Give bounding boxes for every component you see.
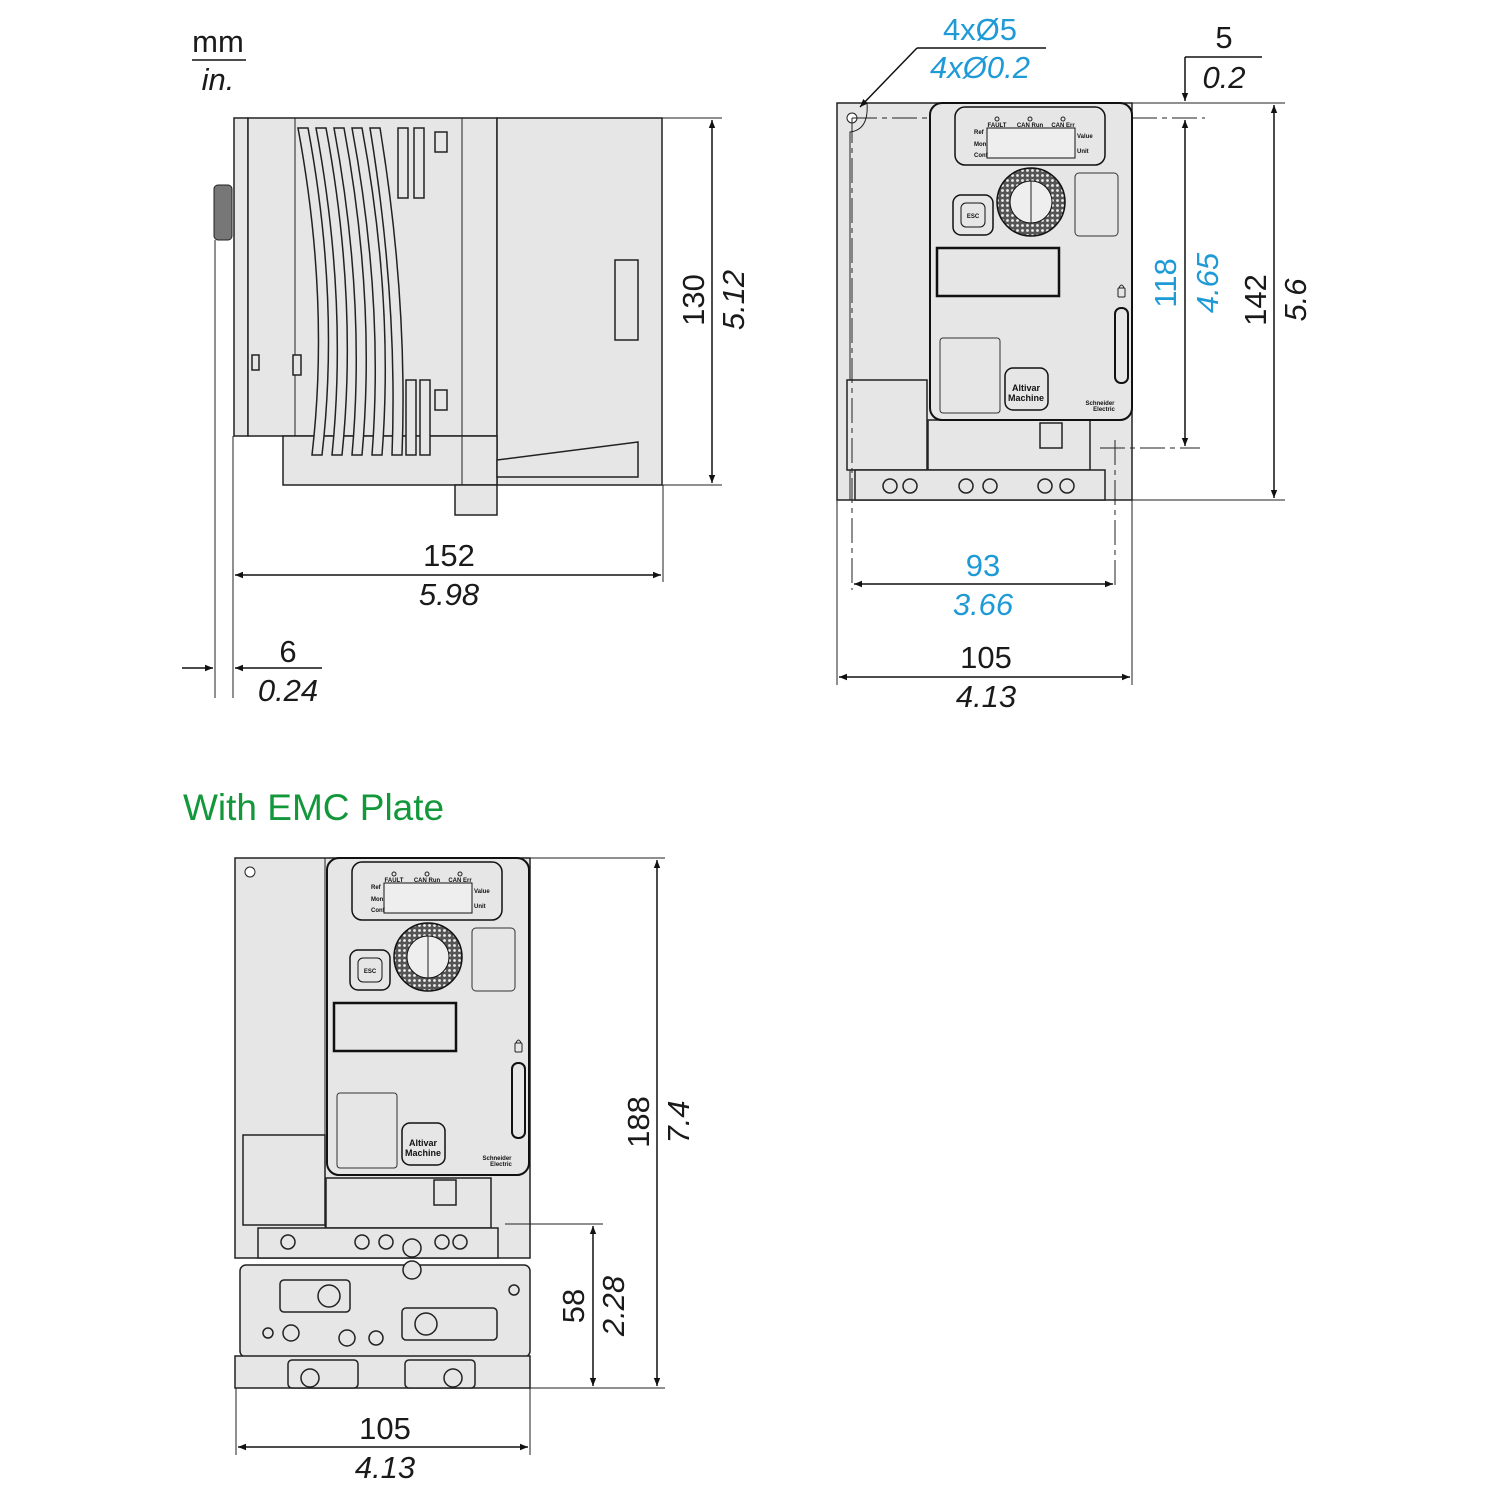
label-area [332,1001,458,1053]
hole-spacing-h-in: 3.66 [953,587,1014,622]
front-height-in: 5.6 [1278,278,1313,322]
maker-electric: Electric [1093,407,1115,413]
holes-in: 4xØ0.2 [930,50,1030,85]
offset-mm: 6 [279,634,296,669]
led-can-err: CAN Err [1051,123,1075,129]
emc-width-mm: 105 [359,1411,411,1446]
emc-width-in: 4.13 [355,1450,415,1485]
emc-height-in: 7.4 [661,1100,696,1143]
front-width-mm: 105 [960,640,1012,675]
plate-height-mm: 58 [556,1289,591,1323]
lock-icon [514,1042,523,1053]
side-view: 130 5.12 152 5.98 6 0.24 [182,117,751,708]
holes-mm: 4xØ5 [943,12,1017,47]
hole-spacing-v-in: 4.65 [1190,252,1225,313]
depth-in: 5.98 [419,577,480,612]
emc-height-mm: 188 [621,1096,656,1148]
offset-in: 0.24 [258,673,318,708]
hole-offset-in: 0.2 [1202,60,1245,95]
label-area [935,246,1061,298]
brand-altivar: Altivar [1012,383,1041,393]
esc-label: ESC [364,969,377,975]
mode-conf: Conf [371,908,386,914]
height-mm: 130 [676,274,711,326]
hole-offset-mm: 5 [1215,20,1232,55]
maker-electric: Electric [490,1162,512,1168]
led-fault: FAULT [385,878,404,884]
hole-spacing-v-mm: 118 [1148,258,1183,307]
height-in: 5.12 [716,270,751,330]
led-can-run: CAN Run [414,878,441,884]
value-label: Value [474,889,490,895]
brand-machine: Machine [1008,393,1044,403]
door-latch[interactable] [1114,307,1129,384]
depth-mm: 152 [423,538,475,573]
led-fault: FAULT [988,123,1007,129]
front-view: FAULT CAN Run CAN Err Ref Mon Conf Value… [836,12,1313,714]
unit-in: in. [202,62,235,97]
emc-plate [234,1260,531,1389]
plate-height-in: 2.28 [596,1275,631,1337]
terminal-screws [882,478,1075,494]
led-can-err: CAN Err [448,878,472,884]
maker-schneider: Schneider [1085,401,1115,407]
vent-slats [297,127,431,456]
knob-profile [213,184,233,241]
front-width-in: 4.13 [956,679,1016,714]
mode-ref: Ref [371,885,382,891]
keypad-panel: FAULT CAN Run CAN Err Ref Mon Conf Value… [929,102,1133,421]
brand-machine: Machine [405,1148,441,1158]
mode-ref: Ref [974,130,985,136]
front-height-mm: 142 [1238,274,1273,326]
lock-icon [1117,287,1126,298]
unit-label: Unit [1077,149,1089,155]
keypad-panel-emc: FAULT CAN Run CAN Err Ref Mon Conf Value… [326,857,530,1176]
esc-label: ESC [967,214,980,220]
unit-mm: mm [192,24,244,59]
emc-title: With EMC Plate [183,787,444,828]
units-legend: mm in. [192,24,246,97]
mode-mon: Mon [974,142,987,148]
door-latch[interactable] [511,1062,526,1139]
led-can-run: CAN Run [1017,123,1044,129]
maker-schneider: Schneider [482,1156,512,1162]
hole-spacing-h-mm: 93 [966,548,1000,583]
mode-conf: Conf [974,153,989,159]
mode-mon: Mon [371,897,384,903]
brand-altivar: Altivar [409,1138,438,1148]
value-label: Value [1077,134,1093,140]
emc-view: FAULT CAN Run CAN Err Ref Mon Conf Value… [234,857,696,1485]
unit-label: Unit [474,904,486,910]
